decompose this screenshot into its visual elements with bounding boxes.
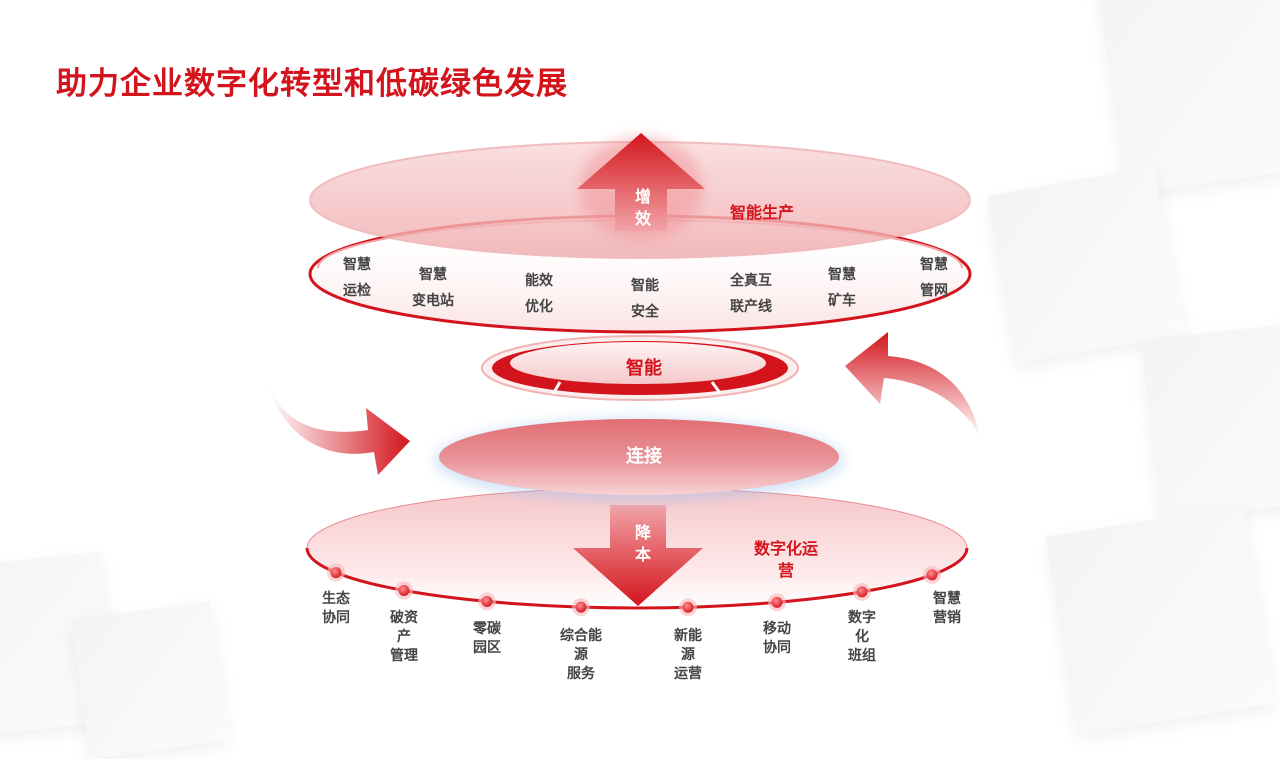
top-item: 智慧 矿车: [828, 267, 856, 309]
smart-ring-notch: [710, 381, 722, 394]
arrow-label-efficiency: 增 效: [634, 187, 652, 228]
rim-dot: [575, 601, 587, 613]
rim-dot: [771, 596, 783, 608]
rim-dot: [330, 567, 342, 579]
top-item: 全真互 联产线: [730, 273, 772, 315]
layer-label-digital-operation: 数字化运 营: [753, 539, 819, 580]
top-item: 智能 安全: [631, 278, 659, 320]
top-item: 智慧 管网: [920, 257, 948, 299]
page-title: 助力企业数字化转型和低碳绿色发展: [56, 66, 568, 102]
layer-label-smart-production: 智能生产: [729, 203, 795, 222]
connect-label: 连接: [626, 446, 662, 467]
bottom-item: 智慧 营销: [933, 591, 961, 626]
rim-dot: [926, 569, 938, 581]
top-item: 智慧 变电站: [412, 267, 454, 309]
rim-dot: [398, 584, 410, 596]
layered-diagram: [268, 133, 980, 617]
smart-ring-inner: [510, 342, 766, 384]
bottom-item: 移动 协同: [763, 621, 791, 656]
bottom-item: 数字 化 班组: [848, 610, 876, 664]
curved-arrow-right: [845, 332, 980, 436]
up-arrow: [577, 133, 705, 231]
rim-dot: [856, 586, 868, 598]
arrow-label-cost-reduction: 降 本: [634, 523, 652, 564]
bottom-item: 综合能 源 服务: [560, 628, 602, 682]
top-item: 智慧 运检: [343, 257, 371, 299]
curved-arrow-left: [268, 380, 410, 475]
top-item: 能效 优化: [525, 273, 553, 315]
ring-label-smart: 智能: [626, 358, 662, 379]
bottom-item: 新能 源 运营: [674, 628, 702, 682]
rim-dot: [682, 601, 694, 613]
rim-dot: [481, 595, 493, 607]
bottom-item: 生态 协同: [322, 591, 350, 626]
smart-ring-notch: [551, 381, 562, 395]
connect-disc: [439, 419, 839, 495]
down-arrow: [573, 505, 703, 606]
bottom-item: 零碳 园区: [473, 621, 501, 656]
bottom-item: 破资 产 管理: [390, 610, 418, 664]
